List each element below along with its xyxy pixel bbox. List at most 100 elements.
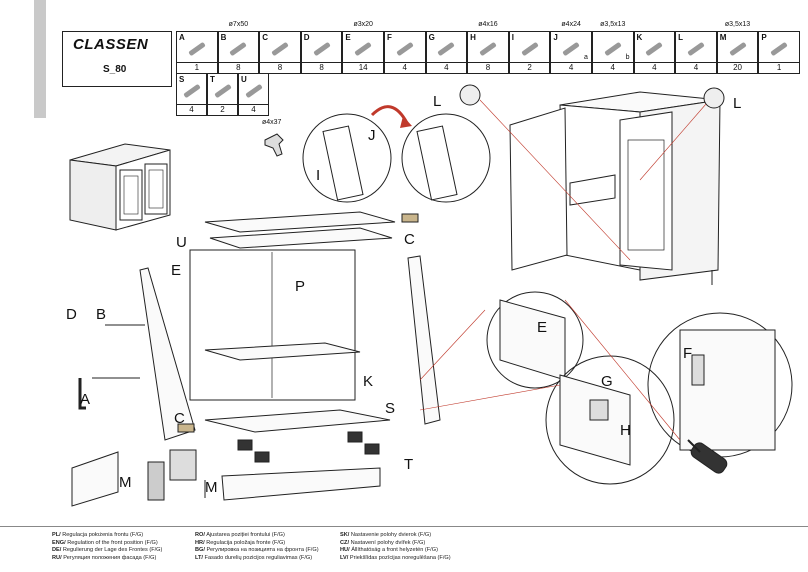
instruction-text: Nastavení polohy dvířek (F/G) xyxy=(350,539,426,546)
cabinet-preview xyxy=(69,143,171,231)
footer-line: RO/ Ajustarea poziției frontului (F/G) xyxy=(195,532,319,540)
assembly-drawing: L L J I U C E P D B A K E F G H S C T M … xyxy=(66,84,793,507)
footer-line: HU/ Állíthatóság a front helyzetén (F/G) xyxy=(340,547,451,555)
callout-F: F xyxy=(683,345,692,362)
callout-J: J xyxy=(368,127,376,144)
part-quantity: 4 xyxy=(238,105,269,116)
part-letter: H xyxy=(470,33,476,42)
part-quantity: 4 xyxy=(675,63,717,74)
footer-column-2: RO/ Ajustarea poziției frontului (F/G)HR… xyxy=(195,532,319,562)
language-code: DE/ xyxy=(52,547,62,554)
language-code: BG/ xyxy=(195,547,205,554)
detail-circles xyxy=(419,291,793,485)
instruction-text: Регуляция положения фасада (F/G) xyxy=(63,554,157,561)
part-quantity: 8 xyxy=(467,63,509,74)
leg-detail xyxy=(71,449,206,507)
part-letter: F xyxy=(386,33,392,42)
language-code: PL/ xyxy=(52,532,61,538)
part-spec: ø3,5x13 xyxy=(724,21,751,28)
footer-line: DE/ Regulierung der Lage des Frontes (F/… xyxy=(52,547,162,555)
part-quantity: 4 xyxy=(176,105,207,116)
handle-detail xyxy=(264,105,491,203)
part-letter: P xyxy=(761,33,767,42)
callout-A: A xyxy=(80,391,90,408)
part-quantity: 8 xyxy=(300,63,343,74)
part-quantity: 4 xyxy=(633,63,676,74)
part-spec: ø4x16 xyxy=(478,21,498,28)
callout-K: K xyxy=(363,373,373,390)
instruction-text: Regulacja położenia frontu (F/G) xyxy=(62,532,144,538)
language-code: RU/ xyxy=(52,554,62,561)
footer-column-1: PL/ Regulacja położenia frontu (F/G)ENG/… xyxy=(52,532,162,562)
exploded-view xyxy=(78,211,441,501)
part-quantity: 2 xyxy=(508,63,551,74)
part-letter: U xyxy=(241,75,247,84)
callout-P: P xyxy=(295,278,305,295)
language-code: LT/ xyxy=(195,554,203,561)
instruction-text: Ajustarea poziției frontului (F/G) xyxy=(206,532,285,538)
cabinet-assembled xyxy=(459,84,725,285)
part-sub: a xyxy=(584,54,588,61)
part-letter: L xyxy=(678,33,684,42)
footer-column-3: SK/ Nastavenie polohy dvierok (F/G)CZ/ N… xyxy=(340,532,451,562)
part-quantity: 4 xyxy=(591,63,634,74)
part-letter: S xyxy=(179,75,185,84)
footer-line: SK/ Nastavenie polohy dvierok (F/G) xyxy=(340,532,451,540)
part-quantity: 4 xyxy=(383,63,426,74)
part-quantity: 1 xyxy=(758,63,800,74)
instruction-text: Regulierung der Lage des Frontes (F/G) xyxy=(62,547,163,554)
footer-line: LV/ Priekšlīdas pozīcijas noregulēšana (… xyxy=(340,555,451,563)
part-quantity: 4 xyxy=(550,63,592,74)
language-code: ENG/ xyxy=(52,539,66,546)
instruction-text: Priekšlīdas pozīcijas noregulēšana (F/G) xyxy=(349,554,451,561)
footer-line: BG/ Регулировка на позицията на фронта (… xyxy=(195,547,319,555)
footer-line: PL/ Regulacja położenia frontu (F/G) xyxy=(52,532,162,540)
instruction-text: Fasado durelių pozicijos reguliavimas (F… xyxy=(204,554,313,561)
language-code: LV/ xyxy=(340,554,349,561)
language-code: SK/ xyxy=(340,532,350,538)
part-letter: B xyxy=(220,33,227,42)
brand-box: CLASSEN S_80 xyxy=(62,31,172,87)
part-letter: T xyxy=(210,75,215,84)
part-letter: E xyxy=(345,33,351,42)
part-quantity: 4 xyxy=(425,63,468,74)
callout-M: M xyxy=(205,479,218,496)
part-quantity: 8 xyxy=(259,63,301,74)
callout-E: E xyxy=(537,319,547,336)
instruction-text: Nastavenie polohy dvierok (F/G) xyxy=(350,532,432,538)
part-letter: D xyxy=(303,33,310,42)
footer-line: LT/ Fasado durelių pozicijos reguliavima… xyxy=(195,555,319,563)
callout-I: I xyxy=(316,167,320,184)
side-tab xyxy=(34,0,46,118)
instruction-text: Állíthatóság a front helyzetén (F/G) xyxy=(351,547,438,554)
language-code: HU/ xyxy=(340,547,350,554)
callout-C: C xyxy=(174,410,185,427)
callout-M: M xyxy=(119,474,132,491)
part-spec: ø3,5x13 xyxy=(600,21,626,28)
part-letter: C xyxy=(262,33,268,42)
part-spec: ø7x50 xyxy=(228,21,249,28)
callout-L: L xyxy=(433,93,441,110)
part-letter: M xyxy=(719,33,727,42)
callout-B: B xyxy=(96,306,106,323)
footer-instructions: PL/ Regulacja położenia frontu (F/G)ENG/… xyxy=(0,526,808,572)
footer-line: CZ/ Nastavení polohy dvířek (F/G) xyxy=(340,540,451,548)
callout-D: D xyxy=(66,306,77,323)
part-letter: J xyxy=(553,33,558,42)
model-code: S_80 xyxy=(103,64,127,75)
instruction-text: Regulation of the front position (F/G) xyxy=(67,539,158,546)
part-quantity: 20 xyxy=(716,63,759,74)
